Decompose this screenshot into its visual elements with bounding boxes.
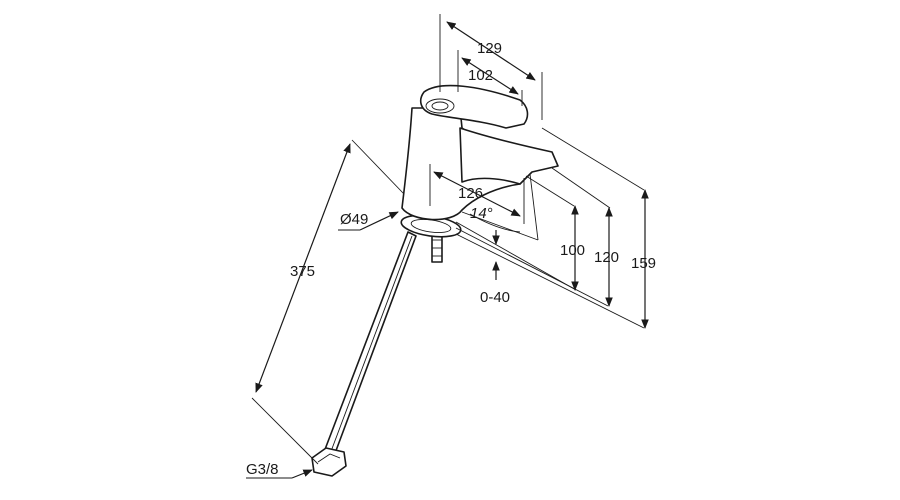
label-height-total: 159: [631, 255, 656, 272]
label-deck-thickness: 0-40: [480, 289, 510, 306]
dimension-lines: [246, 14, 649, 479]
label-width-overall: 129: [477, 40, 502, 57]
label-connection-thread: G3/8: [246, 461, 279, 478]
label-spout-angle: 14°: [470, 205, 493, 222]
label-hose-length: 375: [290, 263, 315, 280]
label-base-diameter: Ø49: [340, 211, 368, 228]
label-height-spout: 100: [560, 242, 585, 259]
hose-nut: [311, 447, 347, 477]
spout: [459, 127, 559, 185]
faucet-outline: [311, 84, 559, 477]
dimension-labels: 129 102 126 14° Ø49 375 100 120 159 0-40…: [246, 40, 656, 478]
label-spout-reach: 126: [458, 185, 483, 202]
supply-hose: [323, 231, 417, 457]
label-width-lever: 102: [468, 67, 493, 84]
label-height-lever: 120: [594, 249, 619, 266]
